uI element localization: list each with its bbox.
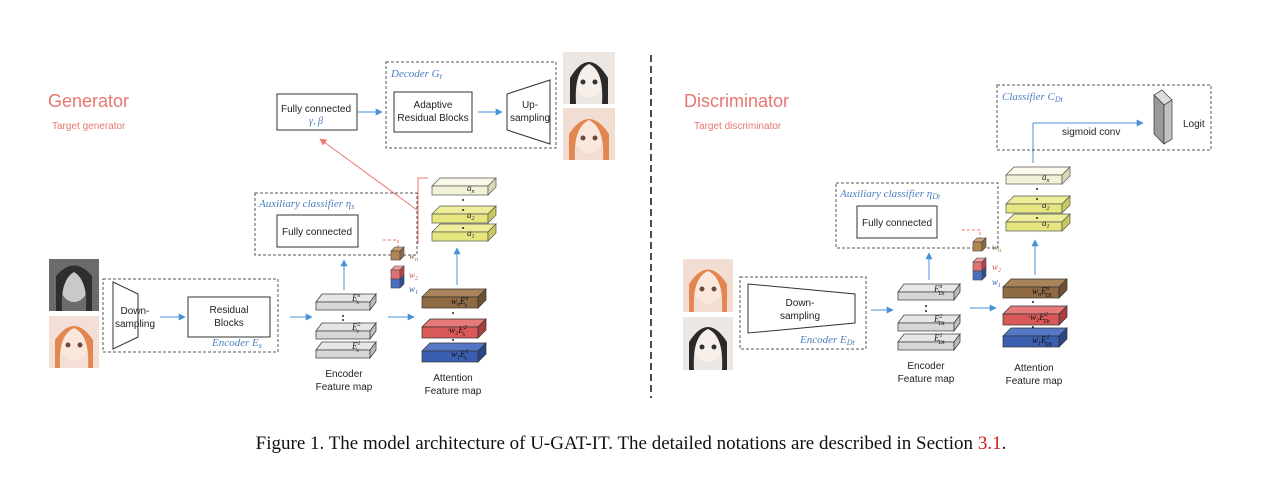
discriminator-input-image-orange [683, 259, 733, 312]
generator-adaptive-residual-blocks [393, 91, 473, 133]
generator-decoder-label: Decoder Gt [390, 68, 443, 81]
caption-period: . [1001, 433, 1007, 454]
svg-text:w1: w1 [409, 284, 418, 296]
aux-weight-link [383, 239, 399, 250]
generator-attention-maps: an a2 a1 [417, 177, 497, 244]
svg-text:a1: a1 [1042, 218, 1050, 230]
discriminator-aux-fc-box [856, 205, 938, 239]
discriminator-subtitle: Target discriminator [694, 121, 782, 132]
attention-feature-map-label-1: Attention [433, 373, 472, 384]
fc-gamma-beta-label: Fully connected [281, 104, 351, 115]
discriminator-aux-label: Auxiliary classifier ηDt [839, 188, 941, 201]
generator-title: Generator [48, 91, 129, 111]
svg-text:w2: w2 [992, 262, 1001, 274]
discriminator-classifier-label: Classifier CDt [1002, 91, 1064, 104]
adaptive-label-2: Residual Blocks [397, 113, 468, 124]
generator-aux-fc-label: Fully connected [282, 227, 352, 238]
svg-text:an: an [467, 183, 475, 195]
generator-encoder-label: Encoder Es [211, 337, 262, 350]
generator-downsampling-label-2: sampling [115, 319, 155, 330]
generator-input-image-bw [49, 259, 99, 311]
generator-residual-blocks [187, 296, 271, 338]
figure-caption: Figure 1. The model architecture of U-GA… [0, 433, 1262, 455]
discriminator-input-image-dark [683, 317, 733, 370]
generator-subtitle: Target generator [52, 121, 126, 132]
residual-label-1: Residual [210, 305, 249, 316]
svg-text:w2: w2 [409, 270, 418, 282]
disc-attention-feature-map-label-2: Feature map [1006, 376, 1063, 387]
svg-text:a2: a2 [467, 210, 475, 222]
svg-text:a1: a1 [467, 228, 475, 240]
svg-text:wn: wn [992, 242, 1001, 254]
upsampling-label-1: Up- [522, 100, 538, 111]
generator-upsampling-block [506, 79, 551, 145]
discriminator-classifier-box [996, 84, 1212, 151]
sigmoid-conv-label: sigmoid conv [1062, 127, 1120, 138]
generator-decoder-box [385, 61, 557, 149]
discriminator-aux-classifier-box [835, 182, 999, 249]
disc-aux-weight-link [962, 229, 981, 239]
svg-text:E1s: E1s [351, 341, 361, 354]
upsampling-label-2: sampling [510, 113, 550, 124]
generator-output-image-orange [563, 108, 615, 160]
generator-fc-gamma-beta [276, 93, 358, 131]
disc-encoder-feature-map-label-1: Encoder [907, 361, 945, 372]
disc-downsampling-label-2: sampling [780, 311, 820, 322]
generator-input-image-anime [49, 316, 99, 368]
attention-feature-map-label-2: Feature map [425, 386, 482, 397]
discriminator-title: Discriminator [684, 91, 789, 111]
generator-aux-fc-box [276, 214, 359, 248]
svg-text:wn: wn [409, 251, 418, 263]
generator-aux-classifier-box [254, 192, 418, 256]
discriminator-aux-fc-label: Fully connected [862, 218, 932, 229]
discriminator-downsampling-block [747, 283, 856, 334]
generator-downsampling-block [112, 281, 139, 350]
svg-text:a2: a2 [1042, 200, 1050, 212]
generator-downsampling-label-1: Down- [121, 306, 150, 317]
caption-text: Figure 1. The model architecture of U-GA… [255, 433, 978, 454]
discriminator-encoder-box [739, 276, 867, 350]
discriminator-weight-cubes: wn w2 w1 [972, 237, 1001, 289]
residual-label-2: Blocks [214, 318, 243, 329]
arrow-to-fc-gamma-beta [319, 138, 418, 211]
svg-text:E2s: E2s [351, 322, 361, 335]
svg-text:w1: w1 [992, 277, 1001, 289]
attention-bracket [417, 177, 428, 244]
generator-encoder-box [102, 278, 279, 353]
generator-weight-cubes: wn w2 w1 [390, 246, 418, 296]
discriminator-encoder-label: Encoder EDt [799, 334, 856, 347]
disc-encoder-feature-map-label-2: Feature map [898, 374, 955, 385]
svg-text:Ens: Ens [351, 293, 361, 306]
encoder-feature-map-label-1: Encoder [325, 369, 363, 380]
adaptive-label-1: Adaptive [414, 100, 453, 111]
disc-attention-feature-map-label-1: Attention [1014, 363, 1053, 374]
discriminator-attention-maps: an a2 a1 [1005, 166, 1071, 232]
logit-label: Logit [1183, 119, 1205, 130]
encoder-feature-map-label-2: Feature map [316, 382, 373, 393]
disc-downsampling-label-1: Down- [786, 298, 815, 309]
generator-output-image-dark [563, 52, 615, 104]
generator-aux-label: Auxiliary classifier ηs [258, 198, 354, 211]
caption-section-link[interactable]: 3.1 [977, 433, 1002, 454]
logit-slab [1153, 89, 1173, 145]
svg-text:an: an [1042, 172, 1050, 184]
fc-gamma-beta-params: γ, β [309, 116, 323, 127]
